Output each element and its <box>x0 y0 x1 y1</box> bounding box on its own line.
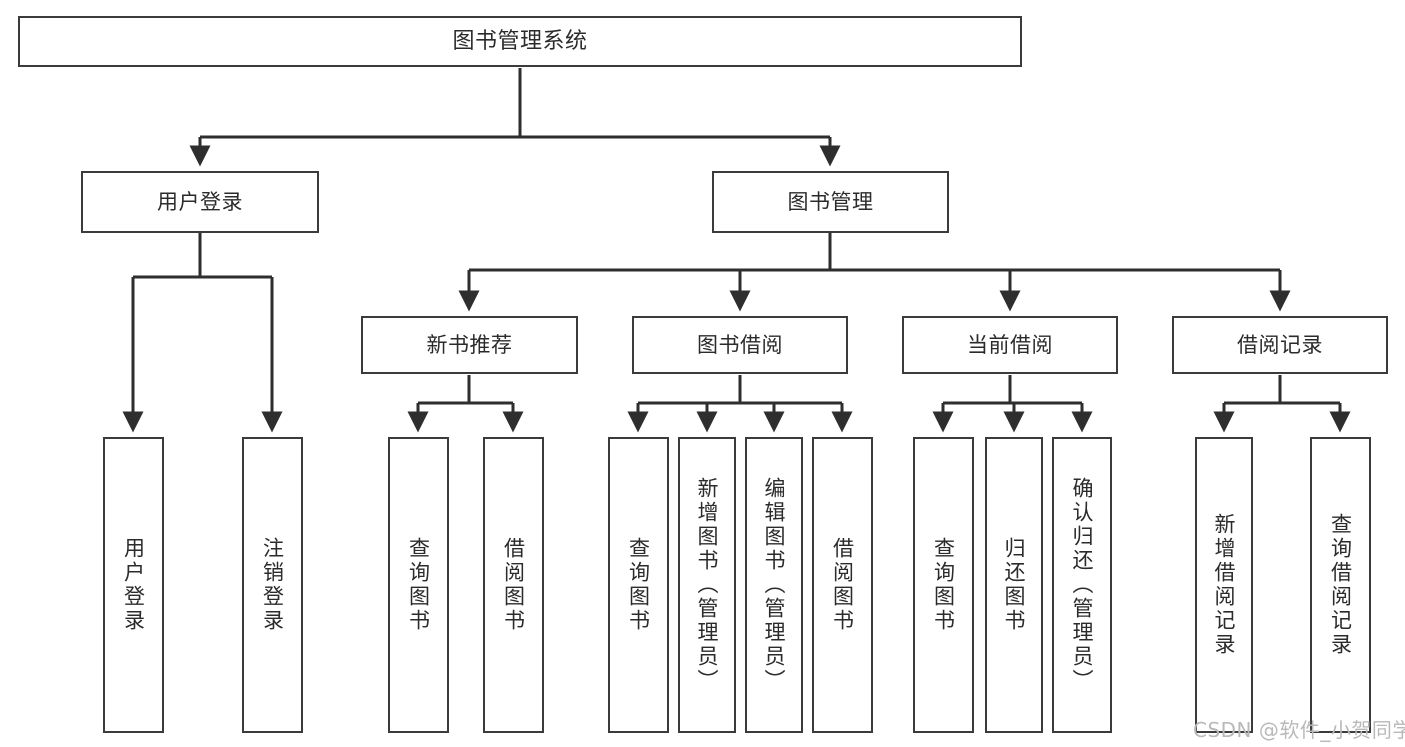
node-leaf-query-book-3-label: 查询图书 <box>931 537 956 633</box>
node-book-borrow[interactable]: 图书借阅 <box>632 316 848 374</box>
node-leaf-add-record-label: 新增借阅记录 <box>1212 513 1237 657</box>
node-leaf-confirm-return[interactable]: 确认归还（管理员） <box>1052 437 1112 733</box>
node-leaf-user-logout-label: 注销登录 <box>260 537 285 633</box>
node-current-borrow[interactable]: 当前借阅 <box>902 316 1118 374</box>
node-user-login-label: 用户登录 <box>157 189 243 214</box>
node-leaf-borrow-book-1[interactable]: 借阅图书 <box>483 437 544 733</box>
node-book-manage[interactable]: 图书管理 <box>712 171 949 233</box>
csdn-watermark: CSDN @软件_小贺同学 <box>1193 718 1405 742</box>
node-leaf-add-book-label: 新增图书（管理员） <box>695 477 720 693</box>
node-user-login[interactable]: 用户登录 <box>81 171 319 233</box>
node-root-label: 图书管理系统 <box>452 28 588 54</box>
node-leaf-add-record[interactable]: 新增借阅记录 <box>1195 437 1253 733</box>
node-leaf-user-logout[interactable]: 注销登录 <box>242 437 303 733</box>
node-leaf-query-book-2[interactable]: 查询图书 <box>608 437 669 733</box>
node-leaf-query-book-1[interactable]: 查询图书 <box>388 437 449 733</box>
node-new-book-rec-label: 新书推荐 <box>426 332 513 357</box>
node-borrow-record-label: 借阅记录 <box>1237 332 1323 357</box>
node-leaf-borrow-book-2-label: 借阅图书 <box>830 537 855 633</box>
node-leaf-query-record[interactable]: 查询借阅记录 <box>1310 437 1371 733</box>
node-leaf-borrow-book-2[interactable]: 借阅图书 <box>812 437 873 733</box>
node-leaf-query-book-1-label: 查询图书 <box>406 537 431 633</box>
node-leaf-add-book[interactable]: 新增图书（管理员） <box>678 437 736 733</box>
node-leaf-user-login-label: 用户登录 <box>121 537 146 633</box>
node-root[interactable]: 图书管理系统 <box>18 16 1022 67</box>
node-current-borrow-label: 当前借阅 <box>967 332 1053 357</box>
node-leaf-query-book-3[interactable]: 查询图书 <box>913 437 974 733</box>
node-leaf-edit-book-label: 编辑图书（管理员） <box>762 477 787 693</box>
node-new-book-rec[interactable]: 新书推荐 <box>361 316 578 374</box>
node-leaf-user-login[interactable]: 用户登录 <box>103 437 164 733</box>
node-leaf-confirm-return-label: 确认归还（管理员） <box>1070 477 1095 693</box>
node-leaf-return-book[interactable]: 归还图书 <box>985 437 1043 733</box>
node-leaf-return-book-label: 归还图书 <box>1002 537 1027 633</box>
node-book-borrow-label: 图书借阅 <box>697 332 783 357</box>
node-leaf-edit-book[interactable]: 编辑图书（管理员） <box>745 437 803 733</box>
node-borrow-record[interactable]: 借阅记录 <box>1172 316 1388 374</box>
node-book-manage-label: 图书管理 <box>787 189 874 214</box>
node-leaf-query-book-2-label: 查询图书 <box>626 537 651 633</box>
node-leaf-borrow-book-1-label: 借阅图书 <box>501 537 526 633</box>
node-leaf-query-record-label: 查询借阅记录 <box>1328 513 1353 657</box>
